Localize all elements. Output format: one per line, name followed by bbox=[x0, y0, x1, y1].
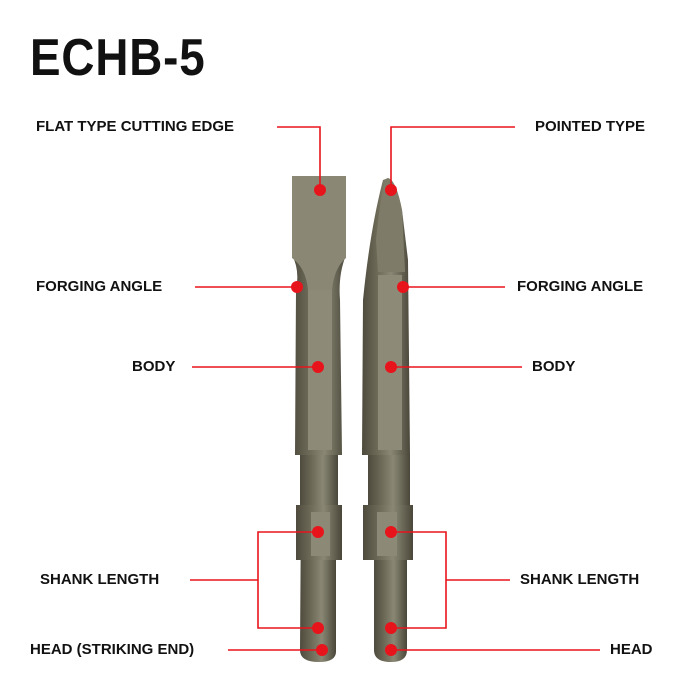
callout-lines bbox=[190, 126, 600, 651]
label-forging-angle-right: FORGING ANGLE bbox=[517, 278, 644, 295]
pointed-chisel bbox=[362, 178, 413, 662]
label-head-right: HEAD bbox=[610, 641, 653, 658]
flat-chisel bbox=[292, 176, 346, 662]
label-body-right: BODY bbox=[532, 358, 576, 375]
label-shank-length-left: SHANK LENGTH bbox=[40, 571, 160, 588]
label-body-left: BODY bbox=[132, 358, 176, 375]
label-flat-cutting-edge: FLAT TYPE CUTTING EDGE bbox=[36, 118, 235, 135]
label-forging-angle-left: FORGING ANGLE bbox=[36, 278, 163, 295]
product-title: ECHB-5 bbox=[30, 29, 206, 87]
label-head-left: HEAD (STRIKING END) bbox=[30, 641, 195, 658]
label-pointed-type: POINTED TYPE bbox=[535, 118, 646, 135]
callout-dots bbox=[291, 184, 409, 656]
label-shank-length-right: SHANK LENGTH bbox=[520, 571, 640, 588]
